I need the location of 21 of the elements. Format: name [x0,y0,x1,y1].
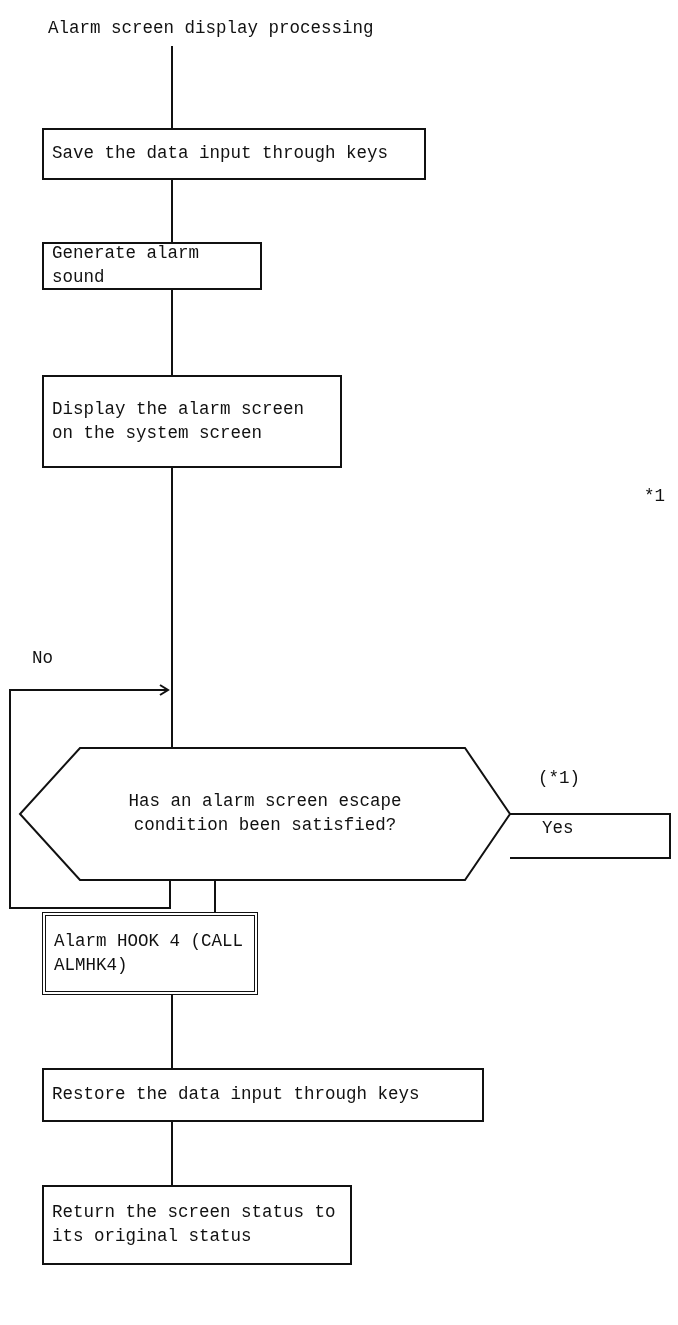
connector-line [171,1121,173,1186]
process-box [42,242,262,290]
subroutine-box [42,912,258,995]
heading-text: Alarm screen display processing [48,17,374,41]
process-box [42,1068,484,1122]
box-text: Restore the data input through keys [52,1083,420,1107]
connector-line [171,179,173,243]
box-text: Return the screen status to its original status [52,1201,337,1248]
box-text: Display the alarm screen on the system screen [52,397,306,445]
connector-line [171,994,173,1069]
connector-line [9,684,171,909]
process-box [42,1185,352,1265]
connector-line [171,289,173,376]
connector-line [171,45,173,129]
process-box [42,128,426,180]
connector-line [171,467,173,749]
box-text: Generate alarm sound [52,242,201,289]
box-text: Alarm HOOK 4 (CALL ALMHK4) [54,929,245,977]
box-text: Save the data input through keys [52,142,389,166]
process-box [42,375,342,468]
decision-text: Has an alarm screen escape condition been satisfied? [127,790,403,837]
